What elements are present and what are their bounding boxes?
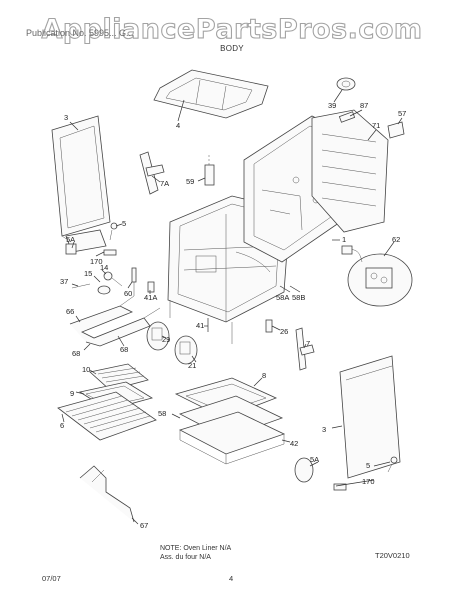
bracket-59-part <box>204 155 215 186</box>
drawer-body-part <box>178 411 286 465</box>
callout-58b: 58B <box>292 293 305 302</box>
callout-170: 170 <box>90 257 103 266</box>
callout-5a-right: 5A <box>310 455 319 464</box>
bracket-29-part <box>146 321 170 351</box>
broil-element-part <box>79 465 135 523</box>
note-line-1: NOTE: Oven Liner N/A <box>160 545 232 552</box>
callout-leader-lines <box>61 89 403 525</box>
oven-rack-part <box>57 391 157 441</box>
callout-8: 8 <box>262 371 266 380</box>
back-cover-part <box>311 109 389 233</box>
callout-68-left: 68 <box>72 349 80 358</box>
callout-66: 66 <box>66 307 74 316</box>
callout-7: 7 <box>306 339 310 348</box>
side-panel-left-part <box>51 115 111 241</box>
note-line-2: Ass. du four N/A <box>160 554 211 561</box>
spacer-26-part <box>265 319 273 333</box>
site-watermark: AppliancePartsPros.com <box>41 13 423 45</box>
callout-57: 57 <box>398 109 406 118</box>
callout-26: 26 <box>280 327 288 336</box>
callout-41a: 41A <box>144 293 157 302</box>
callout-68-right: 68 <box>120 345 128 354</box>
terminal-block-62-part <box>341 245 413 307</box>
callout-29: 29 <box>162 335 170 344</box>
callout-9: 9 <box>70 389 74 398</box>
callout-6: 6 <box>60 421 64 430</box>
callout-10: 10 <box>82 365 90 374</box>
publication-date: 07/07 <box>42 574 61 583</box>
callout-71: 71 <box>372 121 380 130</box>
callout-58: 58 <box>158 409 166 418</box>
label-57-part <box>387 121 405 139</box>
hinge-left-part <box>65 222 118 256</box>
callout-15: 15 <box>84 269 92 278</box>
publication-header: Publication No. 5995... G... <box>26 28 134 38</box>
callout-62: 62 <box>392 235 400 244</box>
callout-58a: 58A <box>276 293 289 302</box>
callout-59: 59 <box>186 177 194 186</box>
side-panel-right-part <box>339 355 401 479</box>
callout-170-right: 170 <box>362 477 375 486</box>
footnote: NOTE: Oven Liner N/A Ass. du four N/A <box>160 544 231 562</box>
callout-41: 41 <box>196 321 204 330</box>
top-panel-part <box>153 69 269 119</box>
callout-21: 21 <box>188 361 196 370</box>
callout-87: 87 <box>360 101 368 110</box>
figure-code: T20V0210 <box>375 551 410 560</box>
callout-7a: 7A <box>160 179 169 188</box>
callout-5-right: 5 <box>366 461 370 470</box>
hinge-7-part <box>295 327 315 371</box>
callout-42: 42 <box>290 439 298 448</box>
callout-60: 60 <box>124 289 132 298</box>
callout-37: 37 <box>60 277 68 286</box>
callout-labels: 3 4 39 87 57 71 59 7A 5 5A 170 14 15 37 … <box>60 101 406 530</box>
callout-3: 3 <box>64 113 68 122</box>
callout-4: 4 <box>176 121 180 130</box>
hinge-7a-part <box>139 151 165 195</box>
callout-5: 5 <box>122 219 126 228</box>
page-number: 4 <box>229 574 234 583</box>
terminal-block-39-part <box>336 77 356 91</box>
callout-39: 39 <box>328 101 336 110</box>
callout-3-right: 3 <box>322 425 326 434</box>
bake-element-part <box>69 295 161 347</box>
callout-67: 67 <box>140 521 148 530</box>
broil-pan-insert-part <box>89 363 149 391</box>
clip-87-part <box>338 111 356 123</box>
callout-14: 14 <box>100 263 108 272</box>
bracket-21-part <box>174 335 198 365</box>
callout-5a: 5A <box>66 235 75 244</box>
callout-1: 1 <box>342 235 346 244</box>
diagram-title: BODY <box>220 44 244 53</box>
hinge-right-part <box>294 456 398 491</box>
